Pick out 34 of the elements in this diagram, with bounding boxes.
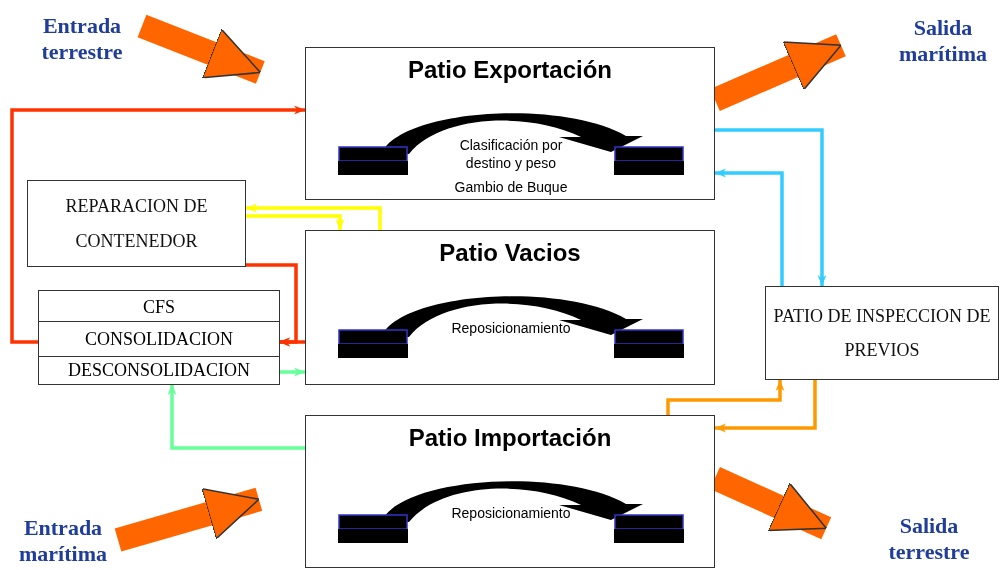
yard-box (305, 230, 715, 385)
box-text: PATIO DE INSPECCION DE PREVIOS (772, 304, 992, 362)
yard-note: Reposicionamiento (450, 504, 572, 523)
caption-text: Entrada marítima (18, 514, 108, 568)
caption-text: Entrada terrestre (40, 12, 124, 66)
process-box (27, 180, 246, 267)
process-box (765, 286, 999, 380)
yard-note: Reposicionamiento (450, 319, 572, 338)
arrow (10, 105, 305, 344)
arrow (715, 380, 817, 433)
arrow (246, 214, 345, 230)
arrow (167, 384, 305, 450)
yard-note: Gambio de Buque (453, 178, 569, 197)
cfs-title: CFS (142, 297, 176, 318)
arrow (246, 203, 382, 230)
arrow (666, 380, 785, 415)
arrow (279, 337, 305, 347)
cfs-box (38, 290, 280, 385)
yard-title: Patio Vacios (438, 239, 582, 267)
yard-box (305, 47, 715, 200)
row-text: DESCONSOLIDACION (68, 360, 250, 381)
block-arrow (137, 14, 265, 84)
arrow (715, 168, 784, 286)
yard-box (305, 415, 715, 568)
yard-title: Patio Importación (407, 424, 613, 452)
caption-text: Salida terrestre (887, 512, 971, 566)
caption-text: Salida marítima (898, 14, 988, 68)
arrow (279, 367, 305, 377)
row-text: CONSOLIDACION (85, 328, 233, 350)
box-text: REPARACION DE CONTENEDOR (64, 195, 209, 253)
yard-note: Clasificación por destino y peso (458, 136, 564, 173)
yard-title: Patio Exportación (406, 56, 613, 84)
block-arrow (114, 487, 263, 552)
arrow (715, 128, 827, 286)
